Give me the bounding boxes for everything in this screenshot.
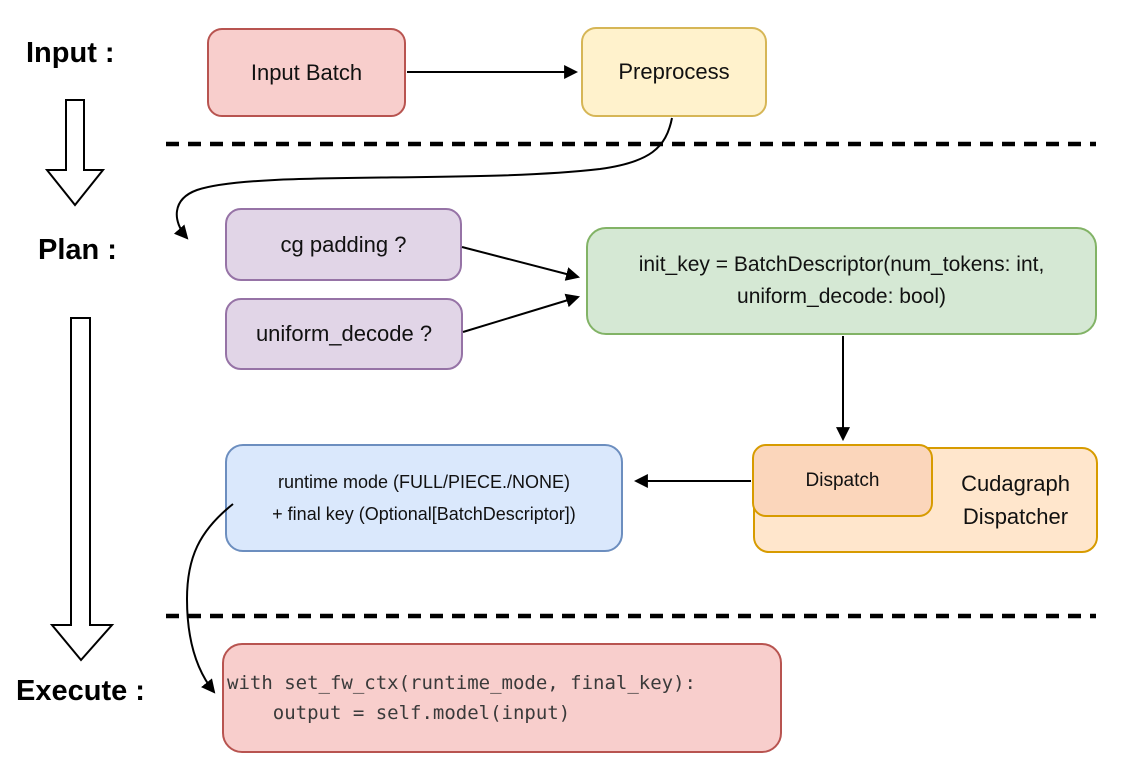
execute-code-line1: with set_fw_ctx(runtime_mode, final_key)… (227, 672, 696, 694)
cudagraph-line1: Cudagraph (961, 471, 1070, 496)
cudagraph-line2: Dispatcher (962, 504, 1069, 529)
node-dispatch-label: Dispatch (805, 469, 880, 491)
node-init-key: init_key = BatchDescriptor(num_tokens: i… (586, 227, 1097, 335)
stage-label-input: Input : (26, 37, 115, 69)
runtime-line1: runtime mode (FULL/PIECE./NONE) (277, 472, 571, 492)
node-preprocess: Preprocess (581, 27, 767, 117)
down-block-arrow-input-icon (44, 99, 106, 207)
execute-code-line2: output = self.model(input) (227, 702, 571, 724)
node-preprocess-label: Preprocess (618, 59, 730, 84)
node-init-key-line1: init_key = BatchDescriptor(num_tokens: i… (638, 253, 1045, 276)
node-input-batch-label: Input Batch (250, 59, 363, 85)
node-input-batch: Input Batch (207, 28, 406, 117)
node-uniform-decode-label: uniform_decode ? (255, 321, 433, 346)
node-cg-padding-label: cg padding ? (280, 231, 407, 257)
node-execute-code: with set_fw_ctx(runtime_mode, final_key)… (222, 643, 782, 753)
stage-label-plan: Plan : (38, 234, 117, 266)
edge-uniformdecode-to-initkey (462, 293, 581, 333)
node-dispatch: Dispatch (752, 444, 933, 517)
down-block-arrow-plan-icon (49, 317, 115, 662)
edge-cgpadding-to-initkey (461, 246, 581, 281)
runtime-line2: + final key (Optional[BatchDescriptor]) (272, 504, 576, 524)
stage-label-execute: Execute : (16, 675, 145, 707)
node-init-key-line2: uniform_decode: bool) (737, 285, 946, 308)
node-cg-padding: cg padding ? (225, 208, 462, 281)
node-cudagraph-dispatcher-label: Cudagraph Dispatcher (933, 447, 1098, 553)
node-runtime-mode-final-key: runtime mode (FULL/PIECE./NONE) + final … (225, 444, 623, 552)
node-uniform-decode: uniform_decode ? (225, 298, 463, 370)
